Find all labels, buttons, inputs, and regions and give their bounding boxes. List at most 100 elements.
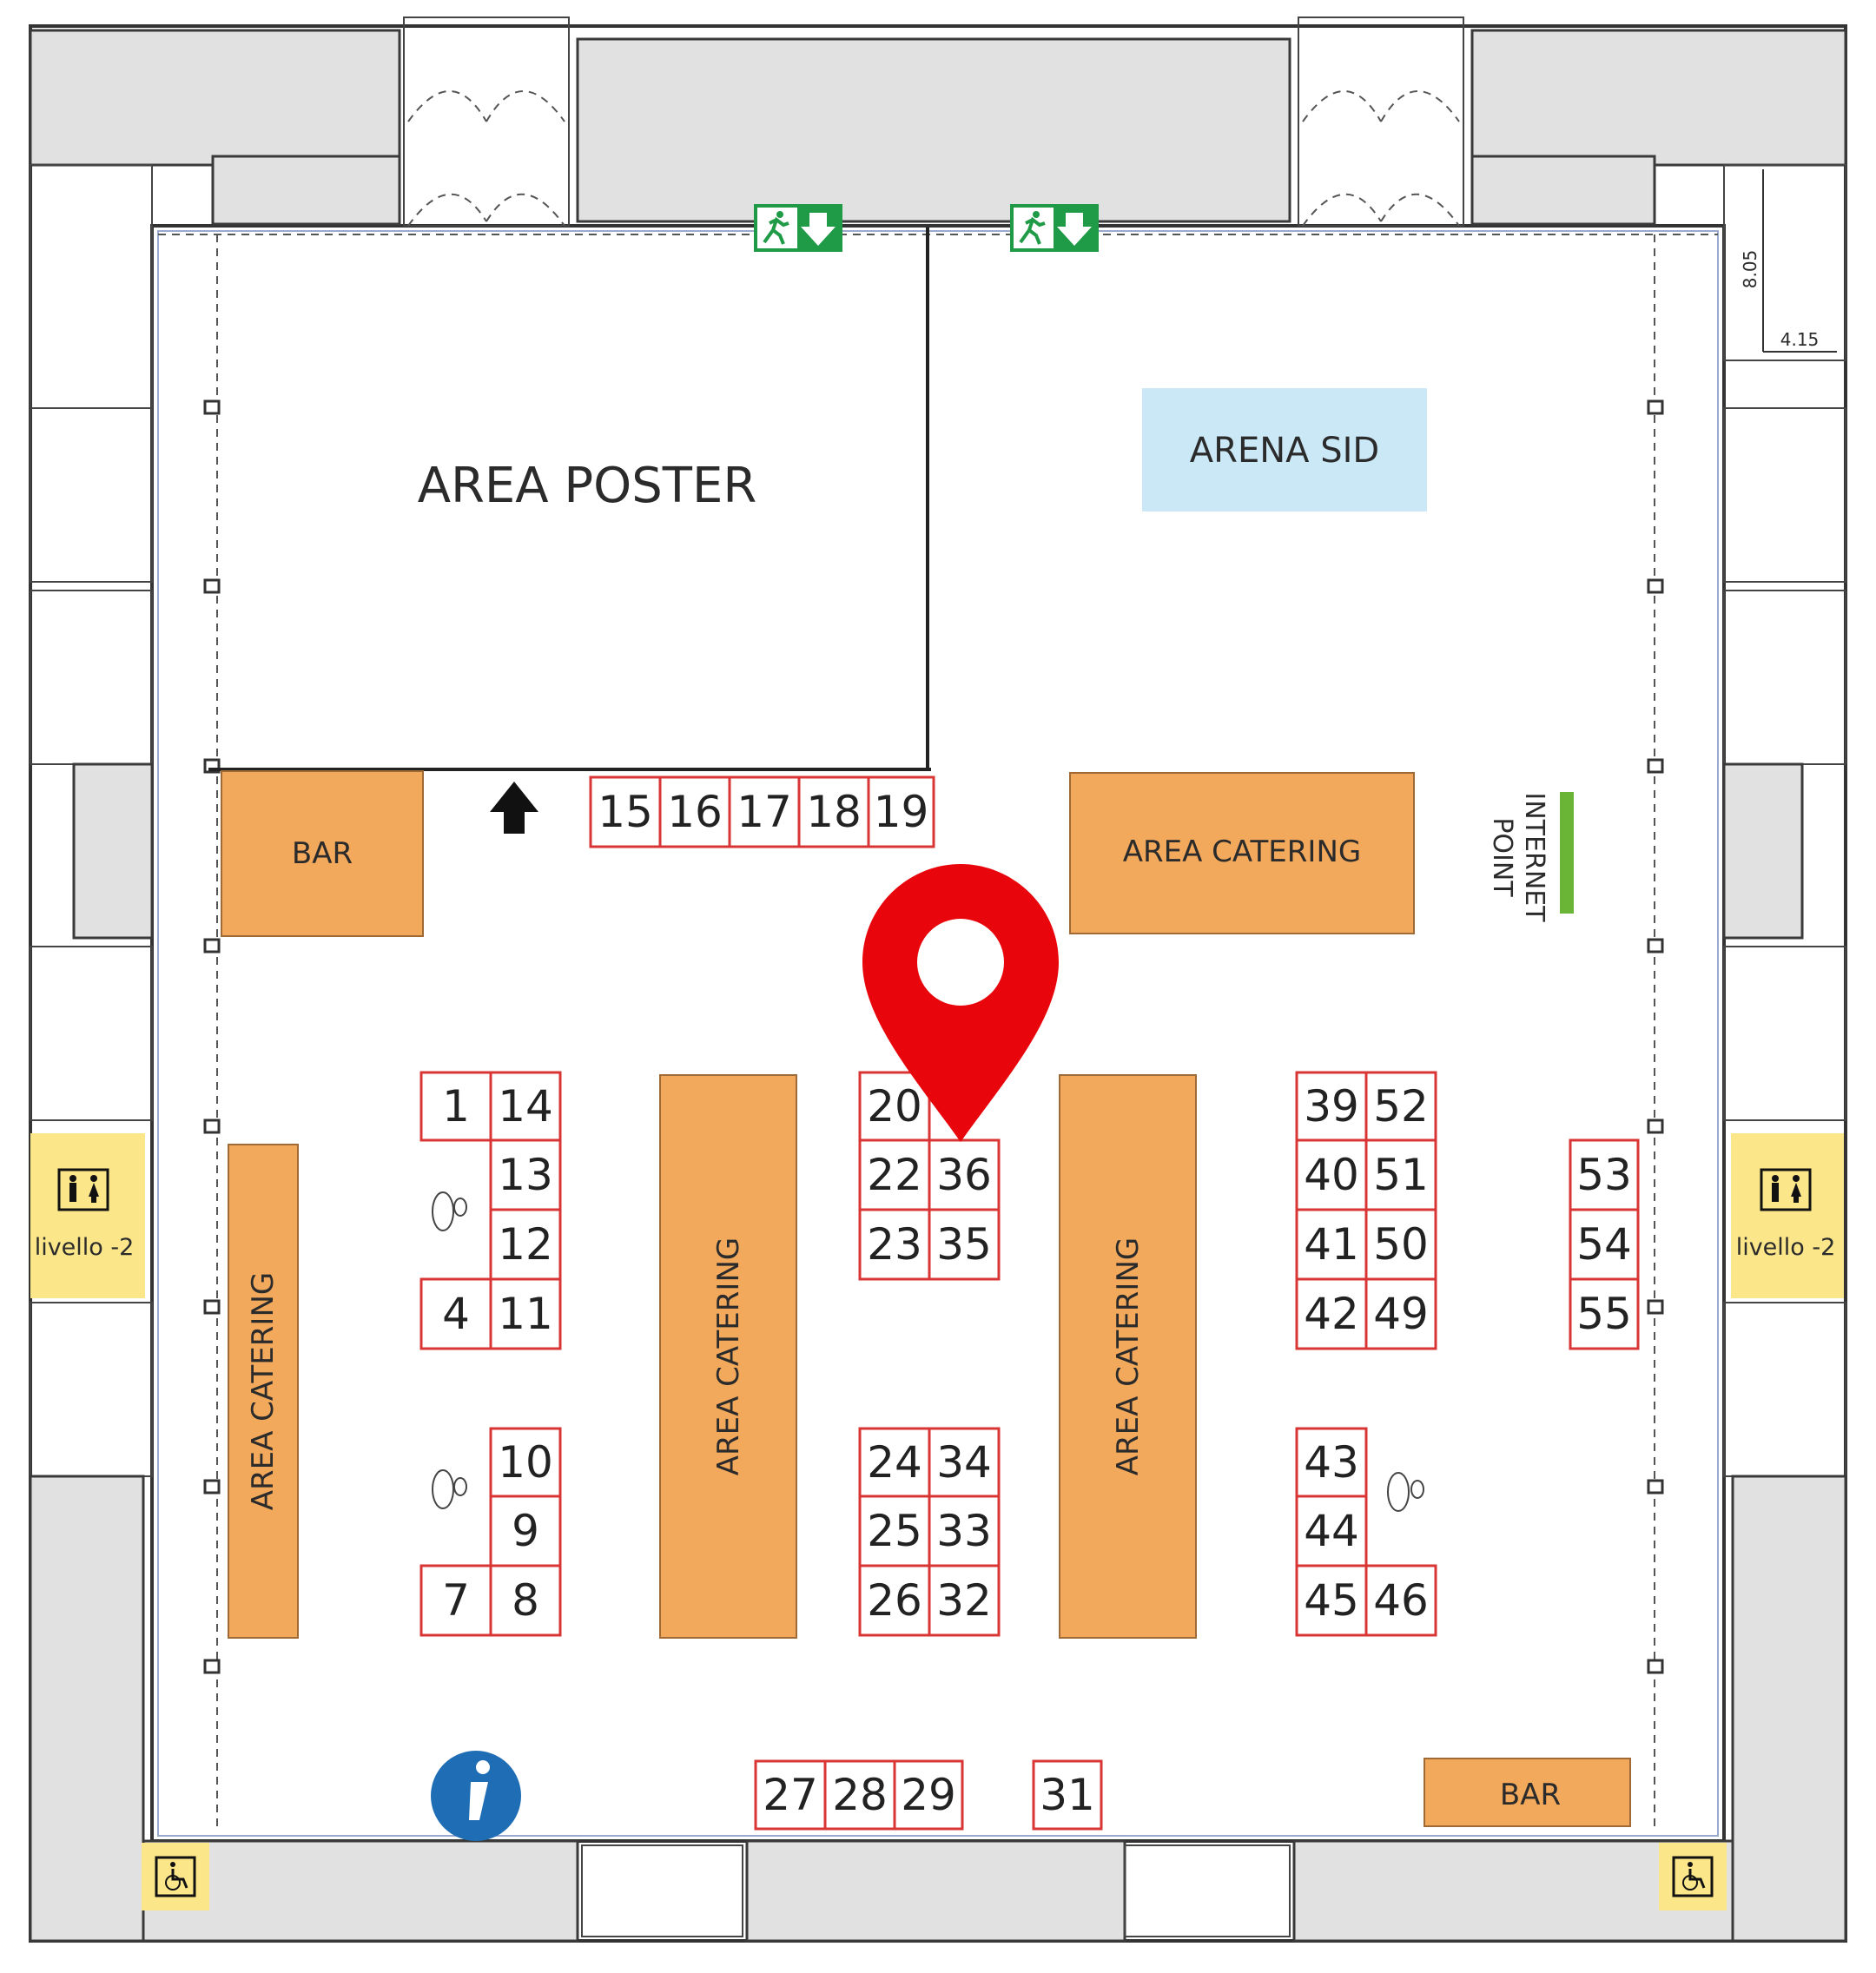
booth-34: 34 xyxy=(928,1427,1001,1498)
footprints-icon xyxy=(432,1191,1424,1512)
booth-40: 40 xyxy=(1295,1138,1368,1211)
booth-8: 8 xyxy=(489,1564,562,1637)
catering-center-label: AREA CATERING xyxy=(711,1237,746,1475)
booth-51: 51 xyxy=(1364,1138,1437,1211)
location-pin-icon xyxy=(862,864,1059,1142)
booth-13: 13 xyxy=(489,1138,562,1211)
emergency-exit-icon xyxy=(1010,204,1099,252)
booth-number: 33 xyxy=(936,1506,992,1556)
booth-32: 32 xyxy=(928,1564,1001,1637)
dimension-width: 4.15 xyxy=(1780,329,1820,350)
booth-outline xyxy=(1032,1759,1103,1831)
area-poster-label: AREA POSTER xyxy=(418,458,757,514)
booth-number: 52 xyxy=(1373,1081,1429,1132)
booth-outline xyxy=(858,1138,931,1211)
booth-number: 43 xyxy=(1304,1437,1359,1488)
booth-number: 42 xyxy=(1304,1289,1359,1339)
booth-46: 46 xyxy=(1364,1564,1437,1637)
booth-number: 46 xyxy=(1373,1575,1429,1626)
booth-number: 39 xyxy=(1304,1081,1359,1132)
booth-29: 29 xyxy=(893,1759,964,1831)
booth-outline xyxy=(1295,1564,1368,1637)
booth-outline xyxy=(1364,1071,1437,1142)
booth-41: 41 xyxy=(1295,1208,1368,1281)
booth-12: 12 xyxy=(489,1208,562,1281)
booth-outline xyxy=(928,1564,1001,1637)
booth-number: 49 xyxy=(1373,1289,1429,1339)
booth-number: 7 xyxy=(442,1575,470,1626)
arrow-up-icon xyxy=(490,782,538,834)
booth-outline xyxy=(1364,1277,1437,1350)
booth-number: 28 xyxy=(832,1770,888,1820)
booth-number: 8 xyxy=(512,1575,539,1626)
booth-number: 20 xyxy=(867,1081,922,1132)
booth-number: 16 xyxy=(667,787,723,837)
booth-17: 17 xyxy=(728,775,801,848)
booth-22: 22 xyxy=(858,1138,931,1211)
booth-number: 18 xyxy=(806,787,862,837)
booth-outline xyxy=(754,1759,827,1831)
restroom-icon xyxy=(57,1168,109,1211)
booth-number: 29 xyxy=(901,1770,956,1820)
booth-number: 31 xyxy=(1040,1770,1095,1820)
bar-bottom: BAR xyxy=(1424,1758,1631,1827)
booth-number: 55 xyxy=(1576,1289,1632,1339)
booth-outline xyxy=(797,775,870,848)
booth-19: 19 xyxy=(867,775,935,848)
catering-left-label: AREA CATERING xyxy=(246,1272,281,1510)
booth-49: 49 xyxy=(1364,1277,1437,1350)
booth-9: 9 xyxy=(489,1495,562,1567)
booth-outline xyxy=(928,1495,1001,1567)
wheelchair-icon xyxy=(142,1843,209,1910)
booth-1: 1 xyxy=(419,1071,492,1142)
booth-number: 12 xyxy=(498,1219,553,1270)
booth-23: 23 xyxy=(858,1208,931,1281)
booth-number: 41 xyxy=(1304,1219,1359,1270)
booth-outline xyxy=(867,775,935,848)
booth-number: 11 xyxy=(498,1289,553,1339)
catering-top-label: AREA CATERING xyxy=(1123,835,1361,869)
booth-50: 50 xyxy=(1364,1208,1437,1281)
booth-outline xyxy=(858,1427,931,1498)
booth-number: 13 xyxy=(498,1150,553,1200)
catering-right: AREA CATERING xyxy=(1059,1074,1197,1639)
booth-26: 26 xyxy=(858,1564,931,1637)
booth-45: 45 xyxy=(1295,1564,1368,1637)
booth-number: 4 xyxy=(442,1289,470,1339)
booth-number: 17 xyxy=(737,787,792,837)
booth-18: 18 xyxy=(797,775,870,848)
booth-33: 33 xyxy=(928,1495,1001,1567)
booth-outline xyxy=(1364,1564,1437,1637)
restroom-left: livello -2 xyxy=(30,1133,145,1298)
booth-15: 15 xyxy=(589,775,662,848)
internet-label-line2: POINT xyxy=(1487,817,1517,897)
booth-outline xyxy=(928,1208,1001,1281)
restroom-left-level: livello -2 xyxy=(35,1234,135,1261)
booth-42: 42 xyxy=(1295,1277,1368,1350)
booth-outline xyxy=(419,1071,492,1142)
bar-left: BAR xyxy=(221,770,424,937)
booth-14: 14 xyxy=(489,1071,562,1142)
booth-number: 53 xyxy=(1576,1150,1632,1200)
booth-number: 22 xyxy=(867,1150,922,1200)
booth-number: 36 xyxy=(936,1150,992,1200)
booth-number: 45 xyxy=(1304,1575,1359,1626)
dimension-height: 8.05 xyxy=(1740,250,1760,289)
booth-outline xyxy=(489,1427,562,1498)
booth-43: 43 xyxy=(1295,1427,1368,1498)
booth-number: 15 xyxy=(598,787,653,837)
booth-number: 25 xyxy=(867,1506,922,1556)
restroom-right: livello -2 xyxy=(1731,1133,1844,1298)
booth-55: 55 xyxy=(1569,1277,1640,1350)
booth-28: 28 xyxy=(823,1759,896,1831)
booth-number: 1 xyxy=(442,1081,470,1132)
booth-number: 19 xyxy=(874,787,929,837)
booth-10: 10 xyxy=(489,1427,562,1498)
booth-outline xyxy=(893,1759,964,1831)
booth-27: 27 xyxy=(754,1759,827,1831)
bar-bottom-label: BAR xyxy=(1500,1778,1561,1812)
booth-36: 36 xyxy=(928,1138,1001,1211)
booth-outline xyxy=(1569,1277,1640,1350)
booth-number: 10 xyxy=(498,1437,553,1488)
